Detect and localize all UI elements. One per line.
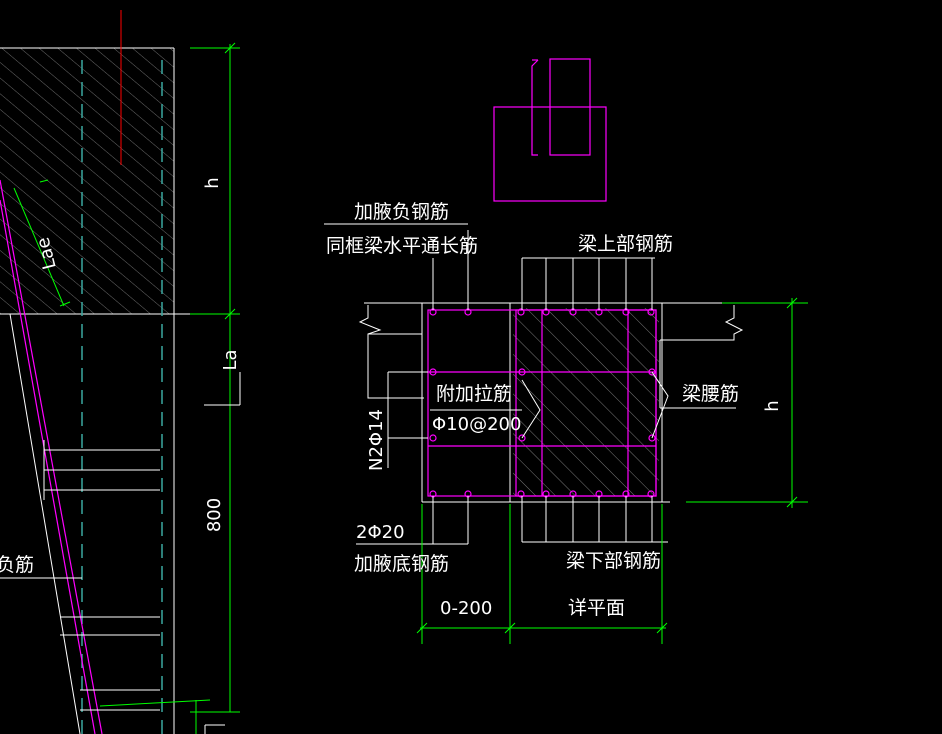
extra-tie-spec-label: Φ10@200 — [432, 414, 521, 435]
inclined-rebar-1 — [0, 199, 96, 734]
left-partial-label: 负筋 — [0, 554, 34, 576]
dim-haunch-label: 0-200 — [440, 598, 492, 619]
beam-section — [324, 223, 806, 545]
dim-800-label: 800 — [204, 498, 225, 532]
haunch-top-bar-label: 加腋负钢筋 — [354, 201, 449, 223]
frame-beam-bar-label: 同框梁水平通长筋 — [326, 235, 478, 257]
left-h-label: h — [202, 177, 223, 188]
right-h-label: h — [762, 400, 783, 411]
waist-bar-label: 梁腰筋 — [682, 383, 739, 405]
beam-top-bar-label: 梁上部钢筋 — [578, 233, 673, 255]
bottom-horizontal-dimension — [416, 504, 668, 644]
haunch-bottom-bar-label: 加腋底钢筋 — [354, 553, 449, 575]
beam-bottom-bar-label: 梁下部钢筋 — [566, 550, 661, 572]
la-label: La — [220, 349, 241, 370]
concrete-hatch-area — [0, 48, 174, 314]
beam-stirrup — [515, 309, 657, 497]
left-column-section: Lae 负筋 — [0, 10, 240, 734]
dim-detail-label: 详平面 — [568, 597, 625, 619]
left-vertical-dimension: h La 800 — [190, 42, 241, 734]
side-bar-spec-label: N2Φ14 — [366, 409, 387, 471]
bottom-bar-spec-label: 2Φ20 — [356, 522, 405, 543]
inclined-rebar-2 — [0, 179, 103, 734]
beam-core-hatch — [513, 308, 659, 496]
extra-tie-bar-label: 附加拉筋 — [436, 383, 512, 405]
stirrup-symbol — [493, 58, 607, 202]
right-vertical-dimension: h — [686, 297, 808, 508]
